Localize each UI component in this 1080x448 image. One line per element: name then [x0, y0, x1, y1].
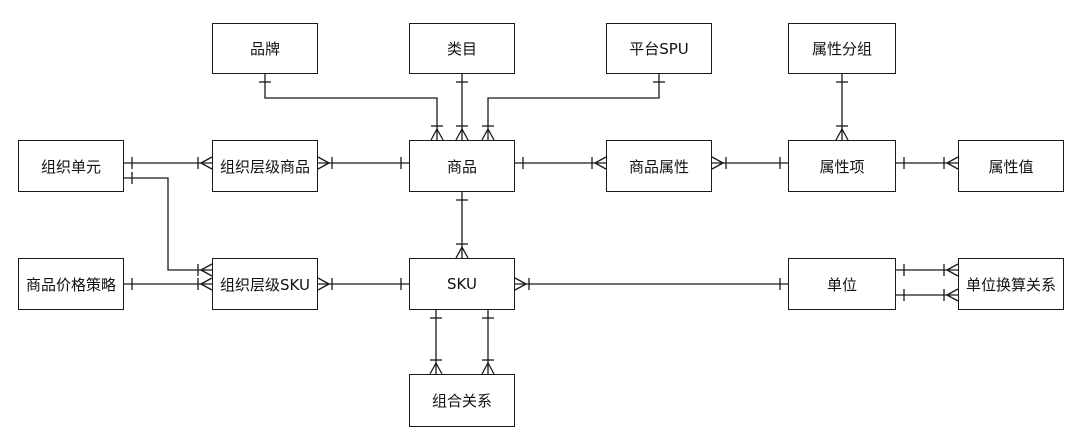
- rel-category-goods: [455, 74, 469, 141]
- rel-goods-goodsattr: [515, 156, 607, 170]
- rel-spu-goods: [481, 74, 665, 141]
- entity-org-sku: 组织层级SKU: [212, 258, 318, 310]
- rel-orgunit-orggoods: [124, 156, 213, 170]
- rel-attrgroup-attritem: [835, 74, 849, 141]
- rel-brand-goods: [259, 74, 444, 141]
- rel-unit-conversion-a: [896, 263, 959, 277]
- entity-brand: 品牌: [212, 23, 318, 74]
- rel-sku-combo-a: [429, 310, 443, 375]
- entity-category: 类目: [409, 23, 515, 74]
- rel-orgunit-orgsku: [124, 172, 213, 277]
- entity-attr-group: 属性分组: [788, 23, 896, 74]
- entity-combo: 组合关系: [409, 374, 515, 427]
- entity-goods: 商品: [409, 140, 515, 192]
- entity-org-unit: 组织单元: [18, 140, 124, 192]
- entity-price-policy: 商品价格策略: [18, 258, 124, 310]
- rel-pricepolicy-orgsku: [124, 277, 213, 291]
- entity-attr-value: 属性值: [958, 140, 1064, 192]
- rel-goods-sku: [455, 192, 469, 259]
- rel-orgsku-sku: [317, 277, 409, 291]
- rel-sku-unit: [514, 277, 788, 291]
- entity-sku: SKU: [409, 258, 515, 310]
- rel-sku-combo-b: [481, 310, 495, 375]
- entity-platform-spu: 平台SPU: [606, 23, 712, 74]
- rel-attritem-attrvalue: [896, 156, 959, 170]
- entity-org-goods: 组织层级商品: [212, 140, 318, 192]
- rel-goodsattr-attritem: [711, 156, 788, 170]
- entity-attr-item: 属性项: [788, 140, 896, 192]
- entity-unit-conversion: 单位换算关系: [958, 258, 1064, 310]
- entity-goods-attr: 商品属性: [606, 140, 712, 192]
- entity-unit: 单位: [788, 258, 896, 310]
- rel-orggoods-goods: [317, 156, 409, 170]
- rel-unit-conversion-b: [896, 288, 959, 302]
